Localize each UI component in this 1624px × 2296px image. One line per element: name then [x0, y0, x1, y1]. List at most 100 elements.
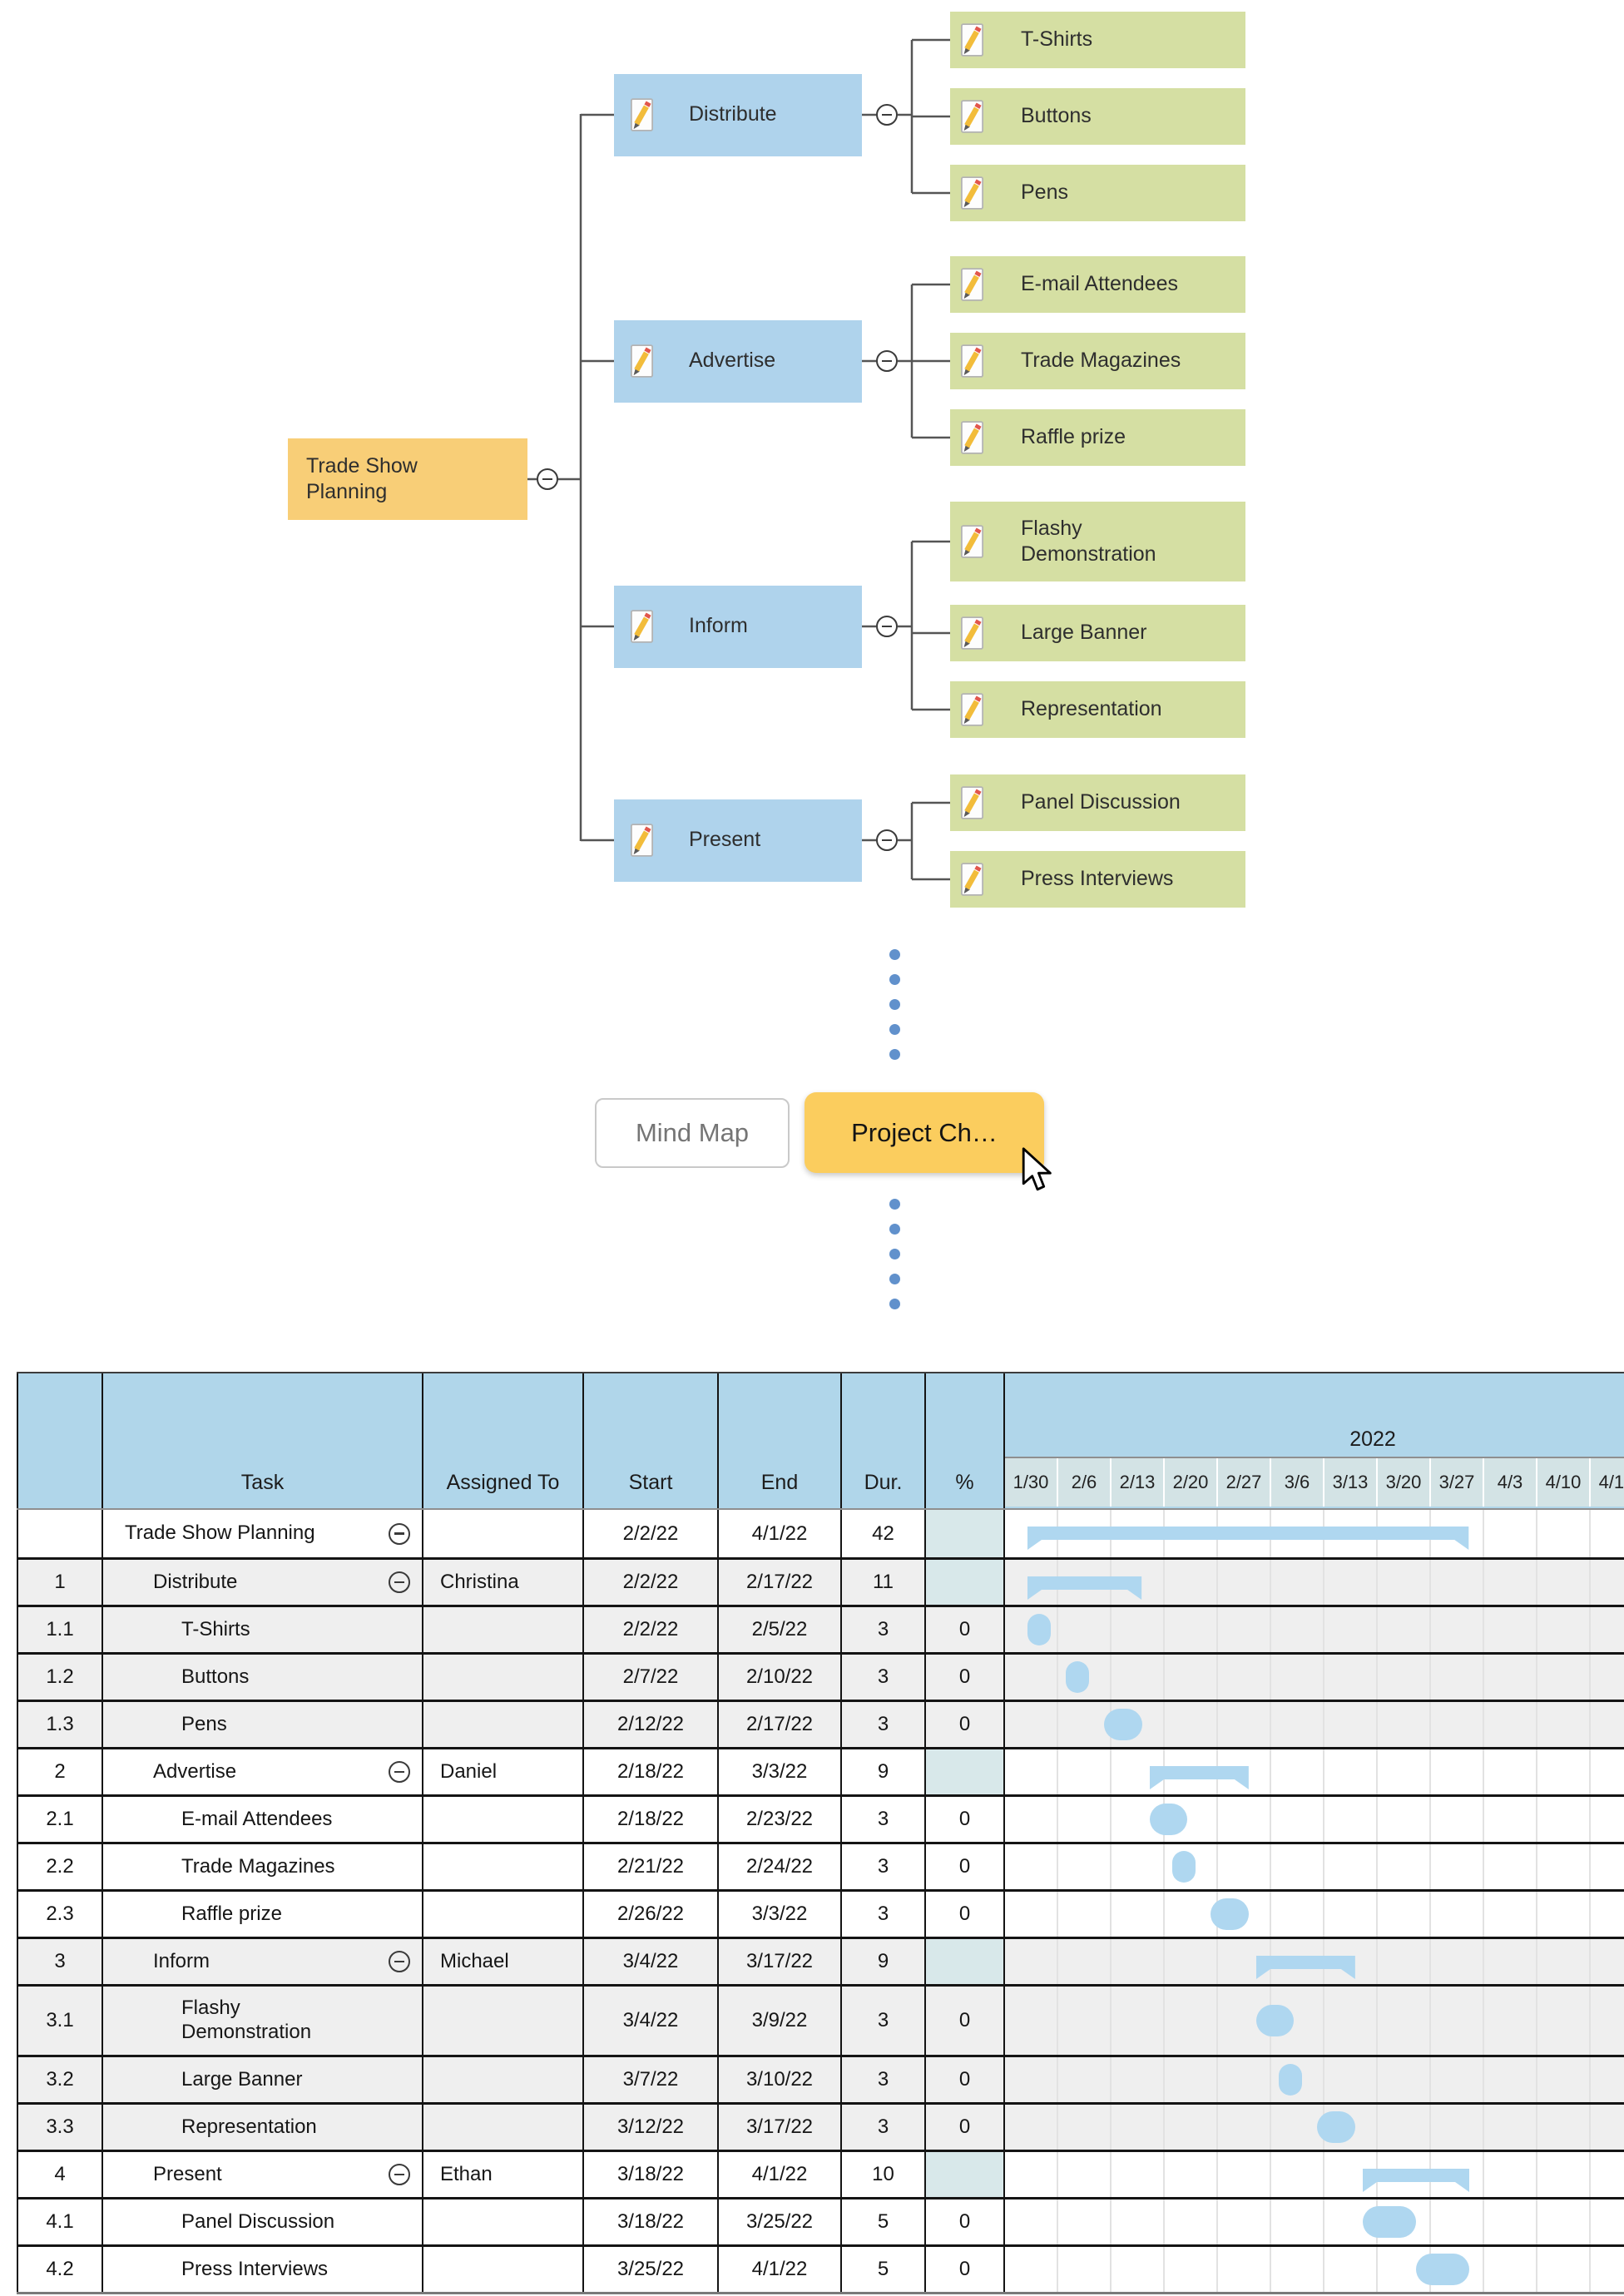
duration-cell[interactable]: 3	[842, 1607, 926, 1652]
percent-complete-cell[interactable]	[926, 2152, 1005, 2197]
percent-complete-cell[interactable]: 0	[926, 1892, 1005, 1937]
task-cell[interactable]: Flashy Demonstration	[103, 1987, 423, 2055]
branch-node-advertise[interactable]: Advertise	[614, 319, 862, 403]
task-cell[interactable]: Trade Magazines	[103, 1844, 423, 1889]
branch-node-inform[interactable]: Inform	[614, 585, 862, 668]
collapse-toggle-button[interactable]	[876, 350, 898, 372]
duration-cell[interactable]: 9	[842, 1749, 926, 1794]
assigned-to-cell[interactable]	[423, 2200, 584, 2244]
leaf-node-e-mail-attendees[interactable]: E-mail Attendees	[950, 256, 1245, 313]
leaf-node-pens[interactable]: Pens	[950, 165, 1245, 221]
gantt-summary-bar[interactable]	[1027, 1576, 1142, 1600]
duration-cell[interactable]: 9	[842, 1939, 926, 1984]
gantt-task-bar[interactable]	[1415, 2254, 1469, 2285]
task-cell[interactable]: Inform	[103, 1939, 423, 1984]
end-date-cell[interactable]: 3/25/22	[719, 2200, 842, 2244]
row-collapse-button[interactable]	[389, 1951, 410, 1972]
end-date-cell[interactable]: 4/1/22	[719, 2247, 842, 2292]
assigned-to-cell[interactable]: Michael	[423, 1939, 584, 1984]
end-date-cell[interactable]: 2/17/22	[719, 1702, 842, 1747]
gantt-task-bar[interactable]	[1316, 2111, 1355, 2143]
duration-cell[interactable]: 3	[842, 2057, 926, 2102]
assigned-to-cell[interactable]	[423, 1607, 584, 1652]
assigned-to-cell[interactable]	[423, 2105, 584, 2150]
row-collapse-button[interactable]	[389, 1571, 410, 1593]
start-date-cell[interactable]: 2/21/22	[584, 1844, 719, 1889]
start-date-cell[interactable]: 3/7/22	[584, 2057, 719, 2102]
gantt-summary-bar[interactable]	[1362, 2169, 1469, 2192]
percent-complete-cell[interactable]: 0	[926, 1702, 1005, 1747]
duration-cell[interactable]: 3	[842, 1844, 926, 1889]
end-date-cell[interactable]: 3/17/22	[719, 1939, 842, 1984]
end-date-cell[interactable]: 2/17/22	[719, 1560, 842, 1605]
task-cell[interactable]: Raffle prize	[103, 1892, 423, 1937]
start-date-cell[interactable]: 2/2/22	[584, 1607, 719, 1652]
root-node[interactable]: Trade Show Planning	[288, 438, 527, 520]
leaf-node-flashy-demonstration[interactable]: Flashy Demonstration	[950, 502, 1245, 581]
duration-cell[interactable]: 3	[842, 1702, 926, 1747]
end-date-cell[interactable]: 3/17/22	[719, 2105, 842, 2150]
assigned-to-cell[interactable]	[423, 1797, 584, 1842]
assigned-to-cell[interactable]	[423, 1892, 584, 1937]
percent-complete-cell[interactable]: 0	[926, 1797, 1005, 1842]
duration-cell[interactable]: 3	[842, 1892, 926, 1937]
percent-complete-cell[interactable]	[926, 1510, 1005, 1557]
start-date-cell[interactable]: 2/18/22	[584, 1797, 719, 1842]
task-cell[interactable]: Distribute	[103, 1560, 423, 1605]
duration-cell[interactable]: 3	[842, 1797, 926, 1842]
task-cell[interactable]: Large Banner	[103, 2057, 423, 2102]
leaf-node-panel-discussion[interactable]: Panel Discussion	[950, 774, 1245, 831]
gantt-task-bar[interactable]	[1255, 2005, 1295, 2036]
leaf-node-buttons[interactable]: Buttons	[950, 88, 1245, 145]
percent-complete-cell[interactable]: 0	[926, 1655, 1005, 1700]
assigned-to-cell[interactable]	[423, 2247, 584, 2292]
start-date-cell[interactable]: 2/26/22	[584, 1892, 719, 1937]
collapse-toggle-button[interactable]	[876, 616, 898, 637]
gantt-summary-bar[interactable]	[1149, 1766, 1249, 1789]
duration-cell[interactable]: 11	[842, 1560, 926, 1605]
duration-cell[interactable]: 10	[842, 2152, 926, 2197]
row-collapse-button[interactable]	[389, 1761, 410, 1783]
start-date-cell[interactable]: 2/2/22	[584, 1510, 719, 1557]
start-date-cell[interactable]: 3/25/22	[584, 2247, 719, 2292]
assigned-to-cell[interactable]	[423, 1510, 584, 1557]
leaf-node-large-banner[interactable]: Large Banner	[950, 605, 1245, 661]
percent-complete-cell[interactable]: 0	[926, 2247, 1005, 2292]
assigned-to-cell[interactable]	[423, 1844, 584, 1889]
duration-cell[interactable]: 42	[842, 1510, 926, 1557]
percent-complete-cell[interactable]	[926, 1749, 1005, 1794]
mind-map-view-button[interactable]: Mind Map	[595, 1098, 790, 1168]
end-date-cell[interactable]: 2/23/22	[719, 1797, 842, 1842]
task-cell[interactable]: Press Interviews	[103, 2247, 423, 2292]
end-date-cell[interactable]: 3/3/22	[719, 1892, 842, 1937]
percent-complete-cell[interactable]	[926, 1939, 1005, 1984]
percent-complete-cell[interactable]: 0	[926, 2200, 1005, 2244]
leaf-node-press-interviews[interactable]: Press Interviews	[950, 851, 1245, 908]
task-cell[interactable]: Trade Show Planning	[103, 1510, 423, 1557]
gantt-task-bar[interactable]	[1279, 2064, 1302, 2096]
task-cell[interactable]: Buttons	[103, 1655, 423, 1700]
end-date-cell[interactable]: 3/3/22	[719, 1749, 842, 1794]
collapse-toggle-button[interactable]	[876, 829, 898, 851]
end-date-cell[interactable]: 4/1/22	[719, 1510, 842, 1557]
row-collapse-button[interactable]	[389, 2164, 410, 2185]
start-date-cell[interactable]: 3/18/22	[584, 2200, 719, 2244]
project-chart-view-button[interactable]: Project Ch…	[805, 1092, 1044, 1173]
task-cell[interactable]: Present	[103, 2152, 423, 2197]
assigned-to-cell[interactable]	[423, 1987, 584, 2055]
duration-cell[interactable]: 3	[842, 1987, 926, 2055]
end-date-cell[interactable]: 2/5/22	[719, 1607, 842, 1652]
start-date-cell[interactable]: 2/18/22	[584, 1749, 719, 1794]
task-cell[interactable]: Advertise	[103, 1749, 423, 1794]
end-date-cell[interactable]: 4/1/22	[719, 2152, 842, 2197]
duration-cell[interactable]: 3	[842, 2105, 926, 2150]
task-cell[interactable]: T-Shirts	[103, 1607, 423, 1652]
start-date-cell[interactable]: 3/4/22	[584, 1939, 719, 1984]
start-date-cell[interactable]: 3/18/22	[584, 2152, 719, 2197]
duration-cell[interactable]: 5	[842, 2200, 926, 2244]
branch-node-distribute[interactable]: Distribute	[614, 73, 862, 156]
task-cell[interactable]: E-mail Attendees	[103, 1797, 423, 1842]
collapse-toggle-button[interactable]	[537, 468, 558, 490]
end-date-cell[interactable]: 3/9/22	[719, 1987, 842, 2055]
gantt-task-bar[interactable]	[1103, 1709, 1142, 1740]
